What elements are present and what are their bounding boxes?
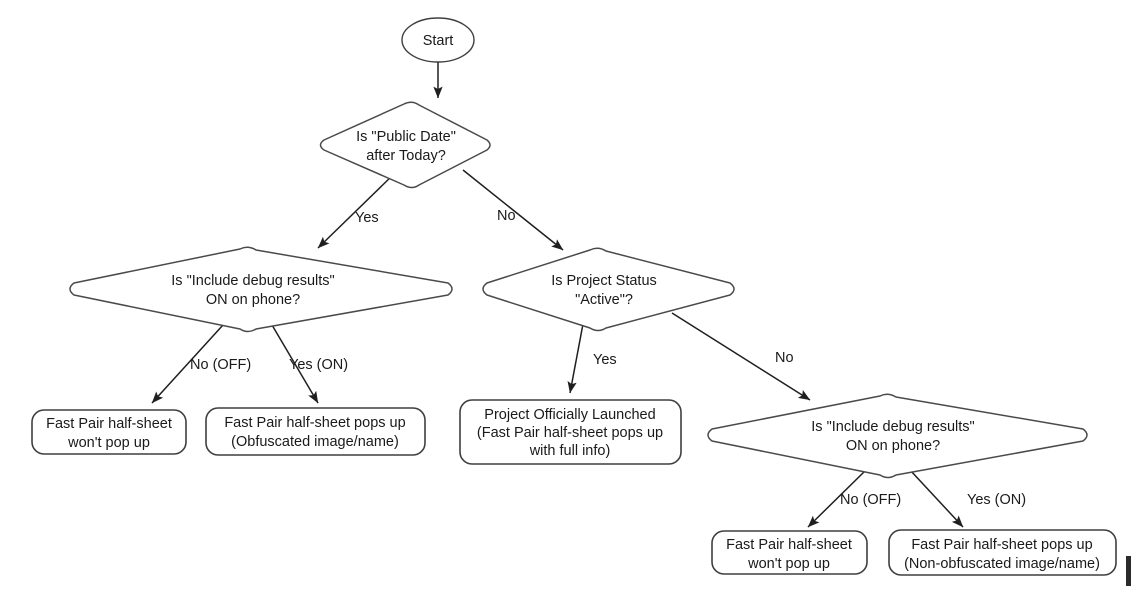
node-outcome-right-off-line1: Fast Pair half-sheet — [726, 537, 852, 553]
node-decision-project-status[interactable]: Is Project Status "Active"? — [482, 247, 735, 332]
node-decision-debug-left-line1: Is "Include debug results" — [171, 273, 334, 289]
text-cursor-artifact — [1126, 556, 1131, 586]
node-decision-debug-right-line1: Is "Include debug results" — [811, 419, 974, 435]
edge-label-project-status-yes: Yes — [593, 352, 617, 368]
edge-project-status-no: No — [671, 312, 811, 401]
node-outcome-left-off-line2: won't pop up — [67, 435, 150, 451]
edge-public-date-yes: Yes — [317, 171, 397, 249]
node-start[interactable]: Start — [401, 17, 475, 63]
edge-public-date-no: No — [462, 169, 564, 251]
edge-debug-left-no: No (OFF) — [151, 324, 251, 404]
node-outcome-right-on-line2: (Non-obfuscated image/name) — [904, 556, 1100, 572]
node-decision-public-date-line1: Is "Public Date" — [356, 129, 456, 145]
edge-label-debug-right-no: No (OFF) — [840, 492, 901, 508]
node-decision-debug-left-line2: ON on phone? — [206, 292, 300, 308]
node-decision-project-status-line1: Is Project Status — [551, 273, 657, 289]
node-outcome-right-on[interactable]: Fast Pair half-sheet pops up (Non-obfusc… — [888, 529, 1117, 576]
node-outcome-left-off-line1: Fast Pair half-sheet — [46, 416, 172, 432]
node-decision-debug-right-line2: ON on phone? — [846, 438, 940, 454]
edge-debug-right-no: No (OFF) — [807, 469, 901, 528]
node-outcome-left-on-line2: (Obfuscated image/name) — [231, 434, 399, 450]
node-outcome-right-off[interactable]: Fast Pair half-sheet won't pop up — [711, 530, 868, 575]
node-outcome-right-on-line1: Fast Pair half-sheet pops up — [911, 537, 1092, 553]
node-outcome-launched-line2: (Fast Pair half-sheet pops up — [477, 425, 663, 441]
node-outcome-left-on-line1: Fast Pair half-sheet pops up — [224, 415, 405, 431]
node-decision-public-date-line2: after Today? — [366, 148, 446, 164]
edge-debug-left-yes: Yes (ON) — [271, 324, 348, 404]
node-start-label: Start — [423, 33, 454, 49]
node-outcome-left-on[interactable]: Fast Pair half-sheet pops up (Obfuscated… — [205, 407, 426, 456]
node-outcome-right-off-line2: won't pop up — [747, 556, 830, 572]
edge-label-debug-left-yes: Yes (ON) — [289, 357, 348, 373]
edge-label-project-status-no: No — [775, 350, 794, 366]
edge-label-debug-left-no: No (OFF) — [190, 357, 251, 373]
node-decision-project-status-line2: "Active"? — [575, 292, 633, 308]
node-outcome-launched[interactable]: Project Officially Launched (Fast Pair h… — [459, 399, 682, 465]
edge-label-debug-right-yes: Yes (ON) — [967, 492, 1026, 508]
edge-debug-right-yes: Yes (ON) — [909, 469, 1026, 528]
node-decision-debug-right[interactable]: Is "Include debug results" ON on phone? — [707, 393, 1088, 479]
edge-project-status-yes: Yes — [567, 323, 617, 394]
node-decision-debug-left[interactable]: Is "Include debug results" ON on phone? — [69, 246, 453, 333]
edge-label-public-date-yes: Yes — [355, 210, 379, 226]
node-outcome-launched-line1: Project Officially Launched — [484, 407, 655, 423]
node-decision-public-date[interactable]: Is "Public Date" after Today? — [319, 101, 491, 189]
node-outcome-launched-line3: with full info) — [529, 443, 611, 459]
node-outcome-left-off[interactable]: Fast Pair half-sheet won't pop up — [31, 409, 187, 455]
edge-label-public-date-no: No — [497, 208, 516, 224]
